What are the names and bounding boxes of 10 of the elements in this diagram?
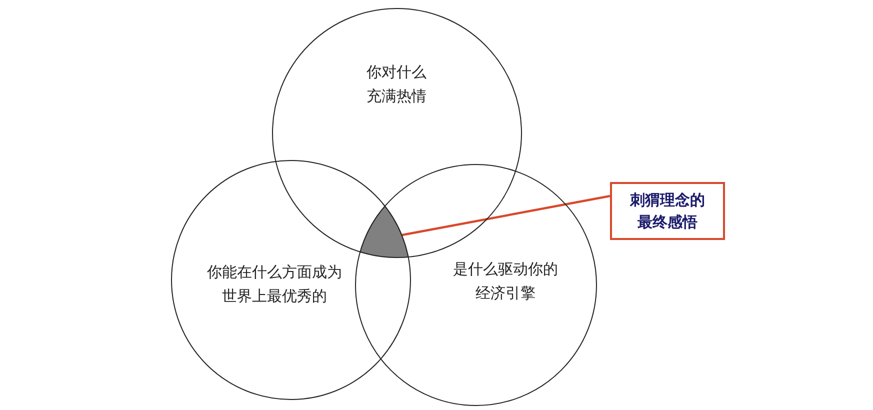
callout-text: 刺猬理念的最终感悟	[628, 190, 706, 233]
callout-box	[610, 182, 725, 240]
leader-line	[402, 194, 610, 236]
venn-circle	[355, 164, 597, 406]
circle-label: 你对什么充满热情	[365, 62, 428, 108]
circle-label: 是什么驱动你的经济引擎	[452, 259, 559, 304]
venn-circle	[171, 160, 411, 400]
shaded-region	[360, 205, 409, 258]
circle-label: 你能在什么方面成为世界上最优秀的	[206, 262, 343, 308]
venn-circle	[272, 8, 522, 258]
